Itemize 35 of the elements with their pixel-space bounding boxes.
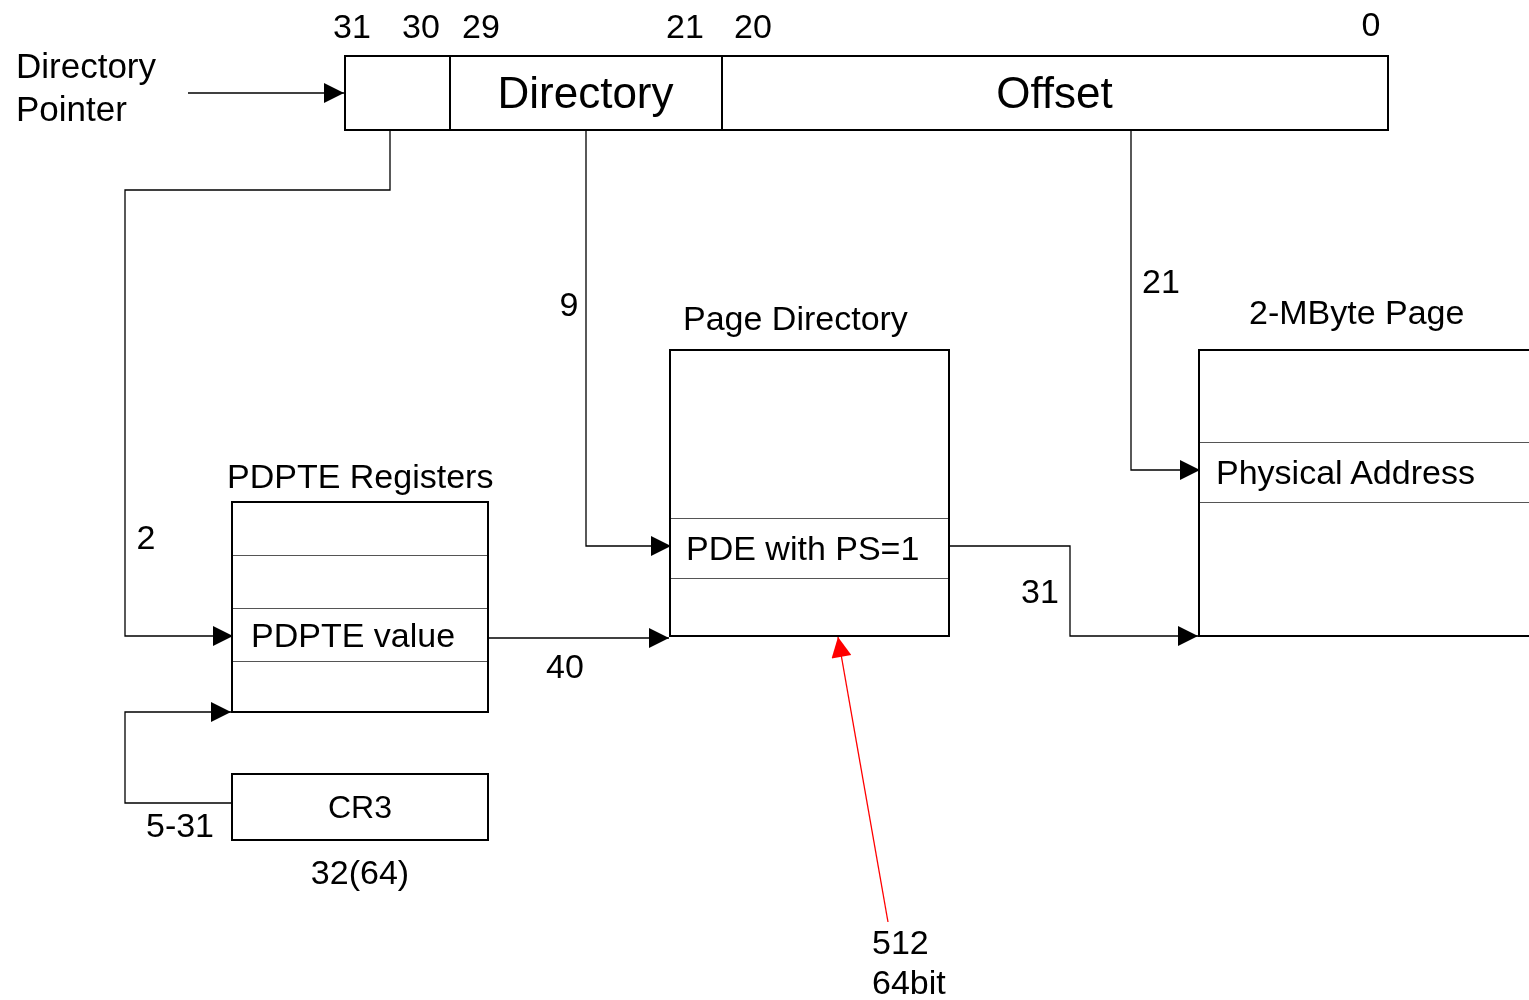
arrow [187,83,345,103]
arrow [949,545,1199,646]
note-label: 512 64bit [872,922,972,1000]
bit-number: 30 [401,7,441,46]
row-label: PDPTE value [251,615,456,654]
bit-field [721,55,1389,131]
table-heading: Page Directory [683,299,908,338]
arrow [831,636,889,923]
row-label: Physical Address [1216,452,1475,492]
bit-number: 31 [332,7,372,46]
edge-label: 21 [1141,262,1181,301]
bit-number: 21 [665,7,705,46]
edge-label: 5-31 [144,806,216,845]
arrow [124,130,391,646]
arrow [1130,130,1201,480]
table-heading: PDPTE Registers [227,457,494,496]
bit-number: 20 [733,7,773,46]
table-heading: 2-MByte Page [1249,293,1465,332]
arrow [488,628,670,648]
field-label: Directory [496,67,675,119]
arrow [124,702,232,804]
edge-label: 9 [558,285,580,324]
field-label: Offset [995,67,1114,119]
pointer-label: Directory Pointer [16,44,188,130]
bit-field [449,55,723,131]
field-label: CR3 [327,788,393,826]
edge-label: 40 [545,647,585,686]
edge-label: 31 [1020,572,1060,611]
arrow [585,130,672,556]
edge-label: 2 [135,518,157,557]
bit-number: 0 [1360,5,1382,44]
size-label: 32(64) [309,853,411,892]
bit-number: 29 [461,7,501,46]
row-label: PDE with PS=1 [686,528,920,568]
bit-field [344,55,451,131]
